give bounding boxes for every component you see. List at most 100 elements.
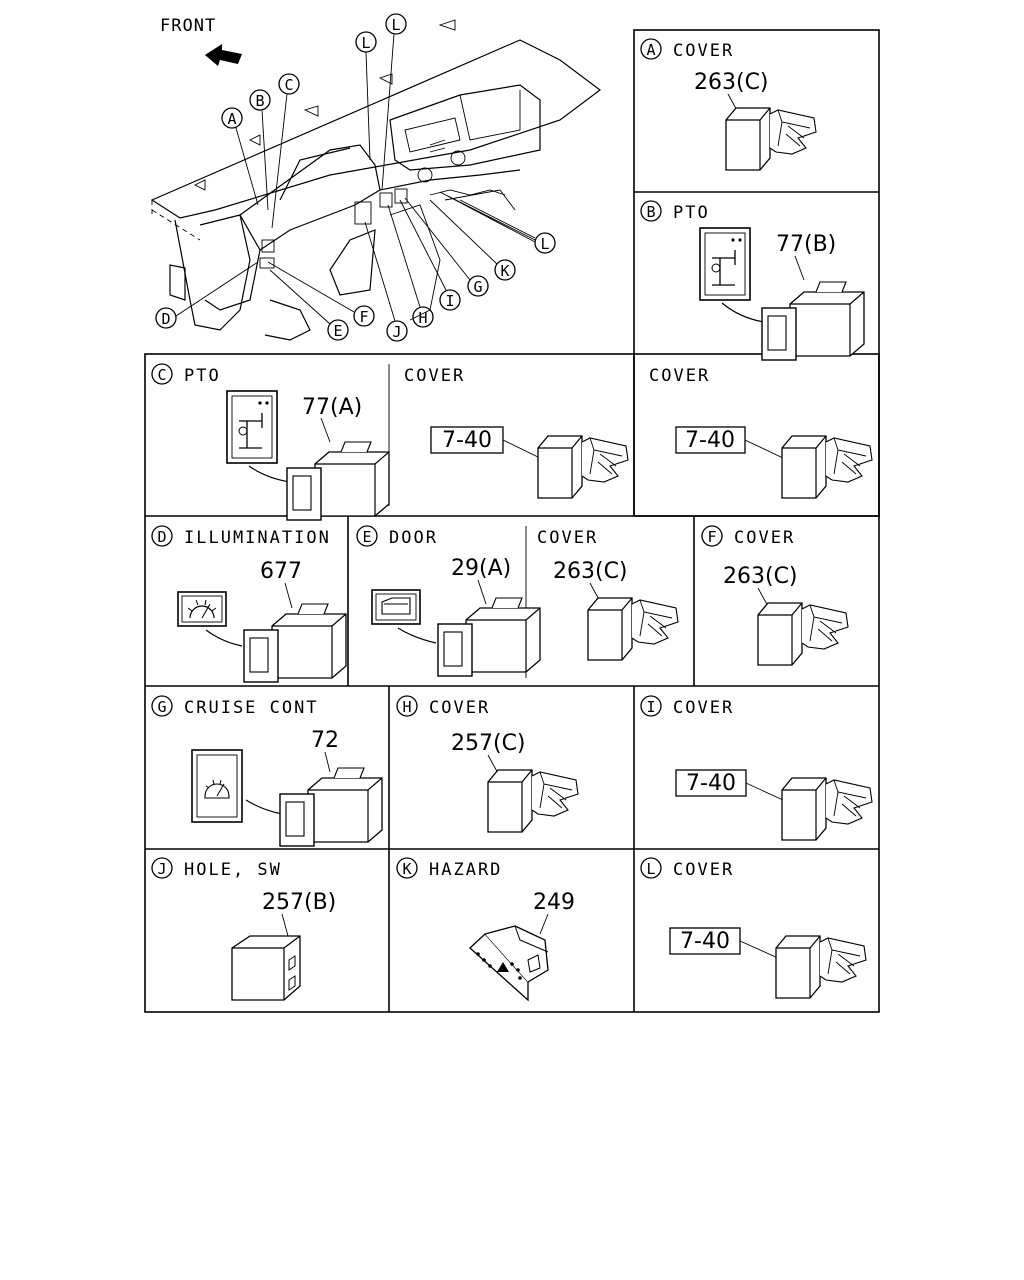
cell-I-title: COVER <box>673 698 734 718</box>
callout-H: H <box>412 306 434 328</box>
cell-J-part: 257(B) <box>262 890 336 915</box>
cell-A-title: COVER <box>673 41 734 61</box>
svg-text:B: B <box>646 203 655 221</box>
svg-text:L: L <box>361 34 370 52</box>
svg-text:I: I <box>445 292 454 310</box>
callout-D: D <box>155 307 177 329</box>
illumination-icon <box>177 591 227 627</box>
cell-C-cover: COVER 7-40 <box>404 366 629 499</box>
svg-text:D: D <box>161 310 170 328</box>
cell-B-cover: COVER 7-40 <box>649 366 873 499</box>
cell-E-part: 29(A) <box>451 556 511 581</box>
door-icon <box>371 589 421 625</box>
callout-F: F <box>353 305 375 327</box>
cell-K-title: HAZARD <box>429 860 502 880</box>
svg-text:H: H <box>402 698 411 716</box>
cell-H-title: COVER <box>429 698 490 718</box>
cell-C: C PTO 77(A) <box>151 363 390 521</box>
svg-text:COVER: COVER <box>404 366 465 386</box>
hole-switch-icon <box>231 935 301 1001</box>
cover-icon <box>587 597 679 661</box>
cell-B-cover-part: 7-40 <box>685 428 735 453</box>
svg-text:J: J <box>392 323 401 341</box>
cell-L-part: 7-40 <box>680 929 730 954</box>
cover-icon <box>781 435 873 499</box>
callout-C: C <box>278 73 300 95</box>
cell-I-part: 7-40 <box>686 771 736 796</box>
svg-text:C: C <box>284 76 293 94</box>
switch-icon <box>761 281 865 361</box>
cover-icon <box>757 602 849 666</box>
cell-J: J HOLE, SW 257(B) <box>151 857 336 1001</box>
cell-G: G CRUISE CONT 72 <box>151 695 383 847</box>
svg-text:COVER: COVER <box>649 366 710 386</box>
svg-text:A: A <box>646 41 655 59</box>
switch-icon <box>243 603 347 683</box>
cell-A: A COVER 263(C) <box>640 38 817 171</box>
svg-text:H: H <box>418 309 427 327</box>
svg-text:G: G <box>473 278 482 296</box>
cell-H: H COVER 257(C) <box>396 695 579 833</box>
switch-icon <box>437 597 541 677</box>
cell-F: F COVER 263(C) <box>701 525 849 666</box>
cover-icon <box>775 935 867 999</box>
cell-F-part: 263(C) <box>723 564 798 589</box>
svg-text:C: C <box>157 366 166 384</box>
cell-C-title: PTO <box>184 366 221 386</box>
overview-diagram: FRONT A B C D E F G H <box>150 13 601 342</box>
callout-L1: L <box>355 31 377 53</box>
switch-icon <box>279 767 383 847</box>
svg-text:L: L <box>540 235 549 253</box>
front-arrow-icon <box>205 44 242 66</box>
callout-L2: L <box>385 13 407 35</box>
callout-B: B <box>249 89 271 111</box>
callout-E: E <box>327 319 349 341</box>
cell-D: D ILLUMINATION 677 <box>151 525 347 683</box>
cell-E: E DOOR 29(A) <box>356 525 541 677</box>
svg-text:I: I <box>646 698 655 716</box>
callout-A: A <box>221 107 243 129</box>
cell-G-part: 72 <box>311 728 339 753</box>
svg-text:B: B <box>255 92 264 110</box>
svg-text:L: L <box>646 860 655 878</box>
cell-B: B PTO 77(B) <box>640 200 865 361</box>
cell-G-title: CRUISE CONT <box>184 698 319 718</box>
cell-A-part: 263(C) <box>694 70 769 95</box>
grid-frame <box>144 29 880 1013</box>
cell-B-title: PTO <box>673 203 710 223</box>
cover-icon <box>781 777 873 841</box>
svg-text:COVER: COVER <box>537 528 598 548</box>
cell-I: I COVER 7-40 <box>640 695 873 841</box>
svg-text:E: E <box>333 322 342 340</box>
cover-icon <box>537 435 629 499</box>
switch-icon <box>286 441 390 521</box>
cell-L-title: COVER <box>673 860 734 880</box>
svg-text:A: A <box>227 110 236 128</box>
cell-K: K HAZARD 249 <box>396 857 575 1002</box>
svg-text:F: F <box>707 528 716 546</box>
callout-K: K <box>494 259 516 281</box>
svg-text:F: F <box>359 308 368 326</box>
cell-L: L COVER 7-40 <box>640 857 867 999</box>
cell-F-title: COVER <box>734 528 795 548</box>
cover-icon <box>487 769 579 833</box>
front-label: FRONT <box>160 16 216 36</box>
cell-E-cover-part: 263(C) <box>553 559 628 584</box>
svg-text:K: K <box>500 262 509 280</box>
cruise-control-icon <box>191 749 243 823</box>
cell-C-part: 77(A) <box>302 395 362 420</box>
cell-D-title: ILLUMINATION <box>184 528 331 548</box>
svg-text:K: K <box>402 860 411 878</box>
cover-icon <box>725 107 817 171</box>
cell-C-cover-part: 7-40 <box>442 428 492 453</box>
cell-J-title: HOLE, SW <box>184 860 282 880</box>
cell-B-part: 77(B) <box>776 232 836 257</box>
hazard-switch-icon <box>469 925 549 1002</box>
svg-text:L: L <box>391 16 400 34</box>
callout-G: G <box>467 275 489 297</box>
callout-I: I <box>439 289 461 311</box>
pto-symbol-icon <box>226 390 278 464</box>
svg-text:D: D <box>157 528 166 546</box>
cell-K-part: 249 <box>533 890 575 915</box>
